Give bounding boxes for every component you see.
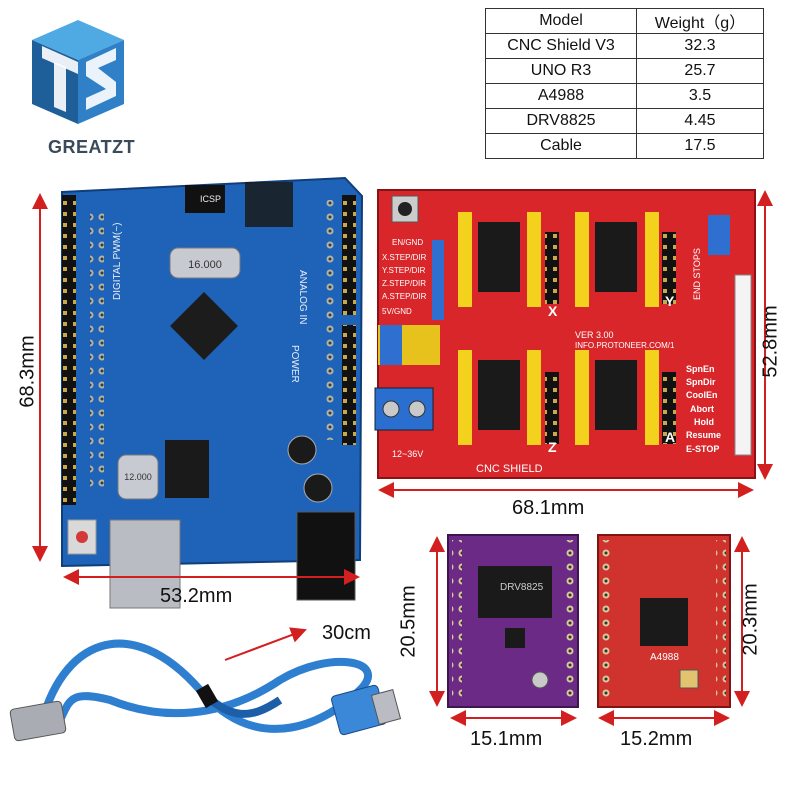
table-row: Cable 17.5 bbox=[485, 133, 764, 159]
table-cell: 17.5 bbox=[636, 133, 764, 159]
uno-crystal2-label: 12.000 bbox=[124, 472, 152, 482]
drv8825-height-label: 20.5mm bbox=[397, 585, 420, 658]
drv8825-width-label: 15.1mm bbox=[470, 728, 543, 750]
uno-usb-chip bbox=[165, 440, 209, 498]
weight-table: Model Weight（g） CNC Shield V3 32.3 UNO R… bbox=[485, 8, 764, 159]
table-cell: Cable bbox=[485, 133, 637, 159]
uno-power-label: POWER bbox=[289, 345, 300, 383]
shield-axis-label: Z bbox=[548, 439, 557, 455]
table-row: CNC Shield V3 32.3 bbox=[485, 33, 764, 59]
uno-width-label: 53.2mm bbox=[160, 585, 233, 607]
shield-pin-label: A.STEP/DIR bbox=[382, 292, 427, 301]
a4988-chip bbox=[640, 598, 688, 646]
shield-pin-label: Hold bbox=[694, 417, 714, 427]
table-cell: DRV8825 bbox=[485, 108, 637, 134]
shield-pin-label: E-STOP bbox=[686, 444, 719, 454]
brand-name: GREATZT bbox=[48, 137, 136, 157]
usb-a-connector bbox=[9, 700, 67, 742]
table-header-cell: Weight（g） bbox=[636, 8, 764, 34]
drv8825-potentiometer bbox=[531, 671, 549, 689]
shield-pin-label: SpnEn bbox=[686, 364, 715, 374]
logo-cube-icon bbox=[32, 20, 124, 124]
uno-icsp-label: ICSP bbox=[200, 194, 221, 204]
shield-pin-label: X.STEP/DIR bbox=[382, 253, 427, 262]
shield-pin-label: SpnDir bbox=[686, 377, 716, 387]
shield-height-label: 52.8mm bbox=[759, 305, 782, 378]
a4988-potentiometer bbox=[679, 669, 699, 689]
shield-axis-label: X bbox=[548, 303, 558, 319]
a4988-board: A4988 bbox=[597, 534, 731, 708]
table-row: A4988 3.5 bbox=[485, 83, 764, 109]
shield-pin-label: Z.STEP/DIR bbox=[382, 279, 426, 288]
shield-pin-label: 5V/GND bbox=[382, 307, 412, 316]
shield-reset-button bbox=[398, 202, 412, 216]
shield-pin-label: Abort bbox=[690, 404, 714, 414]
table-row: DRV8825 4.45 bbox=[485, 108, 764, 134]
uno-digital-header bbox=[62, 195, 76, 505]
table-cell: 3.5 bbox=[636, 83, 764, 109]
uno-icsp-header bbox=[185, 185, 225, 213]
shield-pin-label: CoolEn bbox=[686, 390, 718, 400]
shield-pin-label: EN/GND bbox=[392, 238, 423, 247]
uno-analog-label: ANALOG IN bbox=[297, 270, 308, 324]
cable-length-label: 30cm bbox=[322, 622, 371, 644]
uno-analog-header bbox=[342, 195, 356, 315]
a4988-label: A4988 bbox=[650, 652, 679, 663]
uno-power-header bbox=[342, 325, 356, 445]
uno-usb-port bbox=[109, 519, 181, 609]
uno-r3-board: 16.000 DIGITAL PWM(~) ANALOG IN POWER IC… bbox=[61, 176, 364, 609]
shield-axis-label: A bbox=[665, 429, 675, 445]
shield-pin-label: Resume bbox=[686, 430, 721, 440]
uno-digital-label: DIGITAL PWM(~) bbox=[112, 223, 123, 301]
table-cell: UNO R3 bbox=[485, 58, 637, 84]
uno-height-label: 68.3mm bbox=[16, 335, 39, 408]
shield-pin-label: Y.STEP/DIR bbox=[382, 266, 426, 275]
table-cell: 4.45 bbox=[636, 108, 764, 134]
shield-power-label: 12~36V bbox=[392, 449, 423, 459]
drv8825-label: DRV8825 bbox=[500, 582, 544, 593]
drv8825-board: DRV8825 bbox=[447, 534, 579, 708]
uno-crystal-label: 16.000 bbox=[188, 259, 222, 271]
table-cell: 32.3 bbox=[636, 33, 764, 59]
drv8825-chip bbox=[478, 566, 552, 618]
usb-cable bbox=[9, 639, 402, 742]
uno-power-jack bbox=[296, 511, 356, 601]
shield-version: VER 3.00 bbox=[575, 330, 614, 340]
shield-axis-label: Y bbox=[665, 293, 675, 309]
uno-chip bbox=[170, 292, 238, 360]
shield-width-label: 68.1mm bbox=[512, 497, 585, 519]
shield-endstops-label: END STOPS bbox=[692, 248, 702, 300]
a4988-height-label: 20.3mm bbox=[739, 583, 762, 656]
uno-crystal bbox=[169, 247, 241, 279]
cnc-shield-board: EN/GND X.STEP/DIR Y.STEP/DIR Z.STEP/DIR … bbox=[374, 189, 756, 479]
brand-logo: GREATZT bbox=[18, 12, 138, 157]
shield-url: INFO.PROTONEER.COM/1 bbox=[575, 341, 675, 350]
a4988-width-label: 15.2mm bbox=[620, 728, 693, 750]
shield-title: CNC SHIELD bbox=[476, 463, 543, 475]
uno-reset-button bbox=[76, 531, 88, 543]
